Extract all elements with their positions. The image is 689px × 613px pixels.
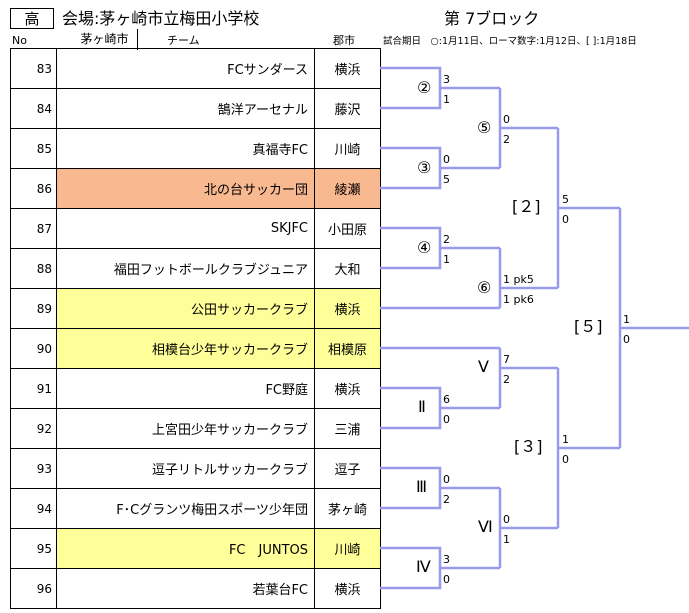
team-name: 若葉台FC: [57, 569, 315, 608]
team-city: 綾瀬: [315, 169, 381, 208]
team-name: 相模台少年サッカークラブ: [57, 329, 315, 368]
score: 2: [503, 133, 510, 146]
score: 1: [503, 533, 510, 546]
score: 1: [443, 93, 450, 106]
score: 7: [503, 353, 510, 366]
team-name: 鵠洋アーセナル: [57, 89, 315, 128]
category-box: 高: [10, 8, 54, 29]
score: 1: [623, 313, 630, 326]
match-label: [３]: [514, 437, 543, 456]
team-no: 96: [11, 569, 57, 608]
team-name: 北の台サッカー団: [57, 169, 315, 208]
score: 0: [443, 573, 450, 586]
score: 2: [443, 233, 450, 246]
match-label: ④: [417, 238, 432, 257]
score: 0: [443, 153, 450, 166]
match-label: [２]: [512, 197, 541, 216]
team-name: 逗子リトルサッカークラブ: [57, 449, 315, 488]
match-label: Ⅴ: [478, 357, 489, 376]
score: 2: [503, 373, 510, 386]
team-name: FC野庭: [57, 369, 315, 408]
team-city: 相模原: [315, 329, 381, 368]
venue-city: 茅ヶ崎市: [72, 29, 138, 50]
score: 2: [443, 493, 450, 506]
team-no: 89: [11, 289, 57, 328]
match-label: [５]: [574, 317, 603, 336]
team-city: 横浜: [315, 289, 381, 328]
match-label: Ⅵ: [478, 517, 493, 536]
score: 0: [503, 113, 510, 126]
score: 5: [443, 173, 450, 186]
team-name: 公田サッカークラブ: [57, 289, 315, 328]
match-label: ⑤: [477, 118, 492, 137]
col-header-team: チーム: [167, 34, 200, 47]
match-label: ③: [417, 158, 432, 177]
team-no: 86: [11, 169, 57, 208]
score: 3: [443, 73, 450, 86]
venue-title: 会場:茅ヶ崎市立梅田小学校茅ヶ崎市: [62, 8, 259, 50]
score: 0: [443, 413, 450, 426]
team-no: 92: [11, 409, 57, 448]
team-no: 88: [11, 249, 57, 288]
bracket-line: [380, 386, 442, 430]
team-name: F･Cグランツ梅田スポーツ少年団: [57, 489, 315, 528]
schedule-legend: 試合期日 ○:1月11日、ローマ数字:1月12日、[ ]:1月18日: [383, 36, 637, 47]
match-label: ⑥: [477, 278, 492, 297]
team-no: 91: [11, 369, 57, 408]
venue-name: 会場:茅ヶ崎市立梅田小学校: [62, 9, 260, 28]
bracket-line: [380, 466, 442, 510]
team-no: 83: [11, 49, 57, 88]
team-name: 福田フットボールクラブジュニア: [57, 249, 315, 288]
score: 1: [562, 433, 569, 446]
col-header-no: No: [12, 34, 27, 47]
score: 0: [562, 453, 569, 466]
team-city: 川崎: [315, 529, 381, 568]
team-name: 上宮田少年サッカークラブ: [57, 409, 315, 448]
score: 0: [443, 473, 450, 486]
team-no: 95: [11, 529, 57, 568]
team-name: FC JUNTOS: [57, 529, 315, 568]
score: 3: [443, 553, 450, 566]
score: 1: [443, 253, 450, 266]
team-name: 真福寺FC: [57, 129, 315, 168]
match-label: Ⅱ: [418, 397, 426, 416]
team-no: 93: [11, 449, 57, 488]
score: 1 pk6: [503, 293, 534, 306]
team-name: FCサンダース: [57, 49, 315, 88]
score: 5: [562, 193, 569, 206]
team-no: 84: [11, 89, 57, 128]
col-header-city: 郡市: [333, 34, 355, 47]
score: 6: [443, 393, 450, 406]
score: 0: [562, 213, 569, 226]
score: 0: [623, 333, 630, 346]
team-no: 87: [11, 209, 57, 248]
score: 1 pk5: [503, 273, 534, 286]
match-label: Ⅳ: [416, 557, 431, 576]
bracket-line: [380, 546, 442, 590]
team-name: SKJFC: [57, 209, 315, 248]
team-no: 94: [11, 489, 57, 528]
match-label: Ⅲ: [416, 477, 428, 496]
score: 0: [503, 513, 510, 526]
match-label: ②: [417, 78, 432, 97]
block-title: 第 7ブロック: [444, 9, 540, 28]
team-no: 90: [11, 329, 57, 368]
team-no: 85: [11, 129, 57, 168]
